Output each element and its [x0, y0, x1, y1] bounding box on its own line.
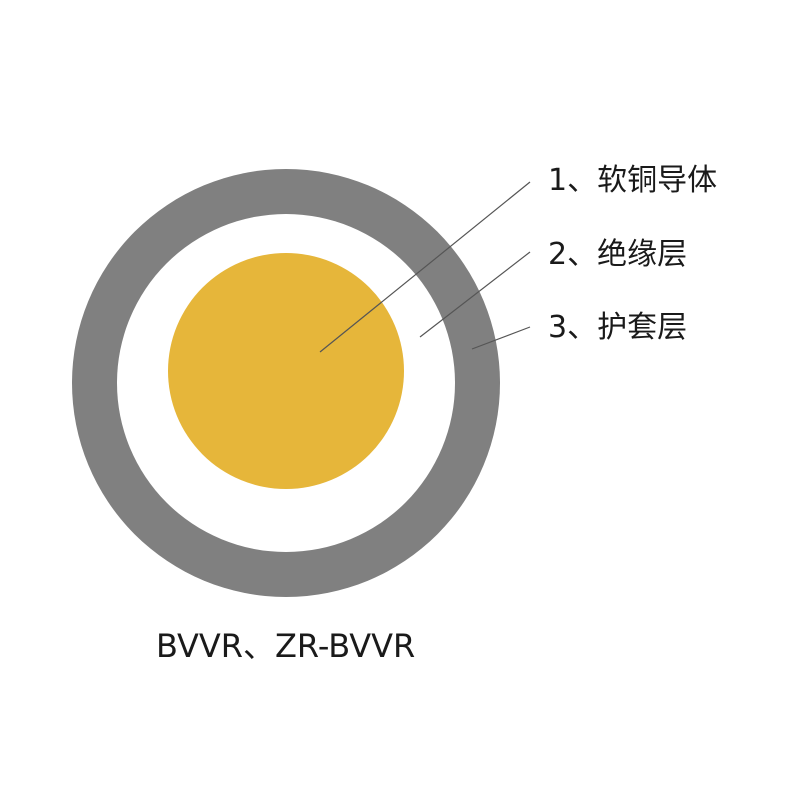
leader-line-conductor [319, 181, 531, 353]
label-sheath: 3、护套层 [548, 310, 687, 345]
leader-line-insulation [419, 251, 531, 338]
label-insulation: 2、绝缘层 [548, 237, 687, 272]
model-caption: BVVR、ZR-BVVR [156, 627, 415, 665]
conductor-core [168, 253, 404, 489]
label-conductor: 1、软铜导体 [548, 163, 717, 198]
leader-line-sheath [471, 326, 531, 350]
